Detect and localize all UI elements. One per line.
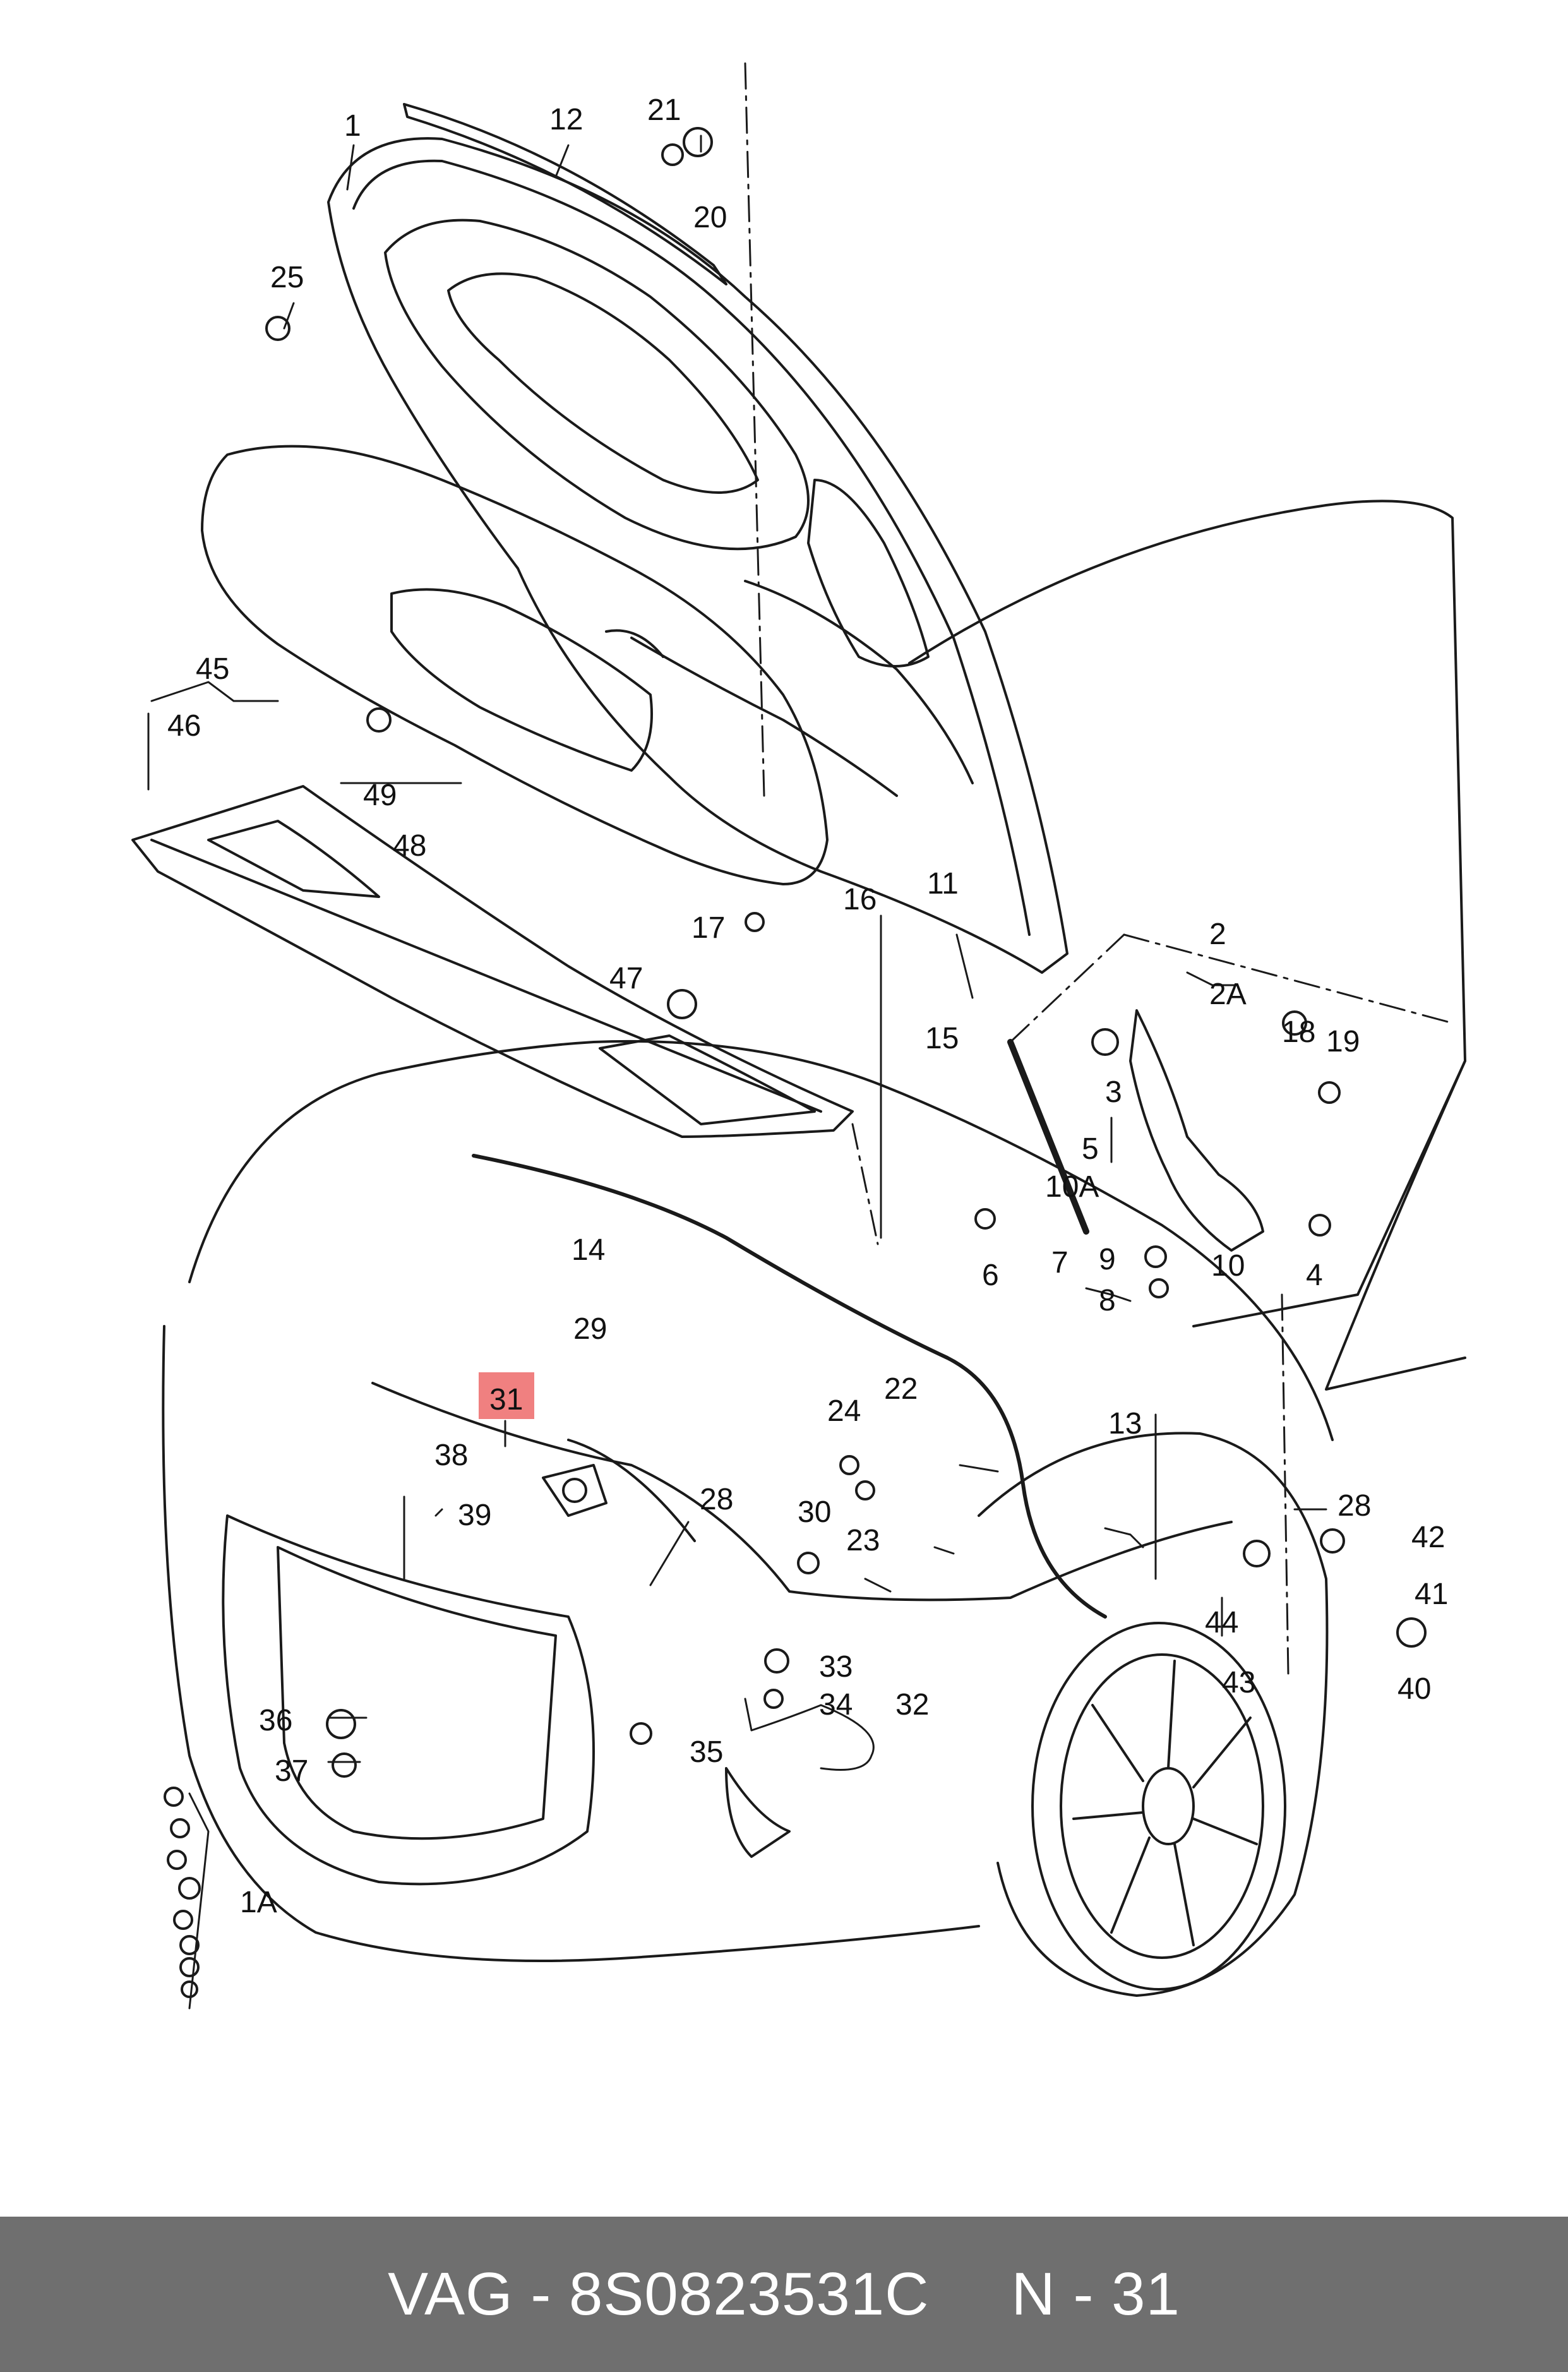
label-1: 1 [344, 109, 361, 143]
label-3: 3 [1105, 1075, 1122, 1109]
hood-insulation [201, 445, 829, 885]
label-36: 36 [259, 1704, 292, 1737]
label-47: 47 [609, 962, 643, 995]
label-38: 38 [434, 1439, 468, 1472]
part-labels: 1 12 21 20 25 45 46 49 48 11 16 17 47 2 … [167, 93, 1448, 1919]
fasteners [265, 127, 1427, 1778]
label-33: 33 [819, 1650, 853, 1684]
label-21: 21 [647, 93, 681, 127]
label-1A: 1A [240, 1886, 277, 1919]
label-43: 43 [1222, 1666, 1255, 1699]
label-45: 45 [196, 652, 229, 686]
label-44: 44 [1205, 1606, 1238, 1639]
footer-brand-part: VAG - 8S0823531C [388, 2260, 930, 2328]
front-wheel [1031, 1622, 1286, 1991]
highlight-box-31 [479, 1372, 534, 1419]
footer-position: N - 31 [1011, 2260, 1180, 2328]
label-15: 15 [925, 1022, 959, 1055]
label-40: 40 [1397, 1672, 1431, 1706]
label-11: 11 [927, 867, 959, 901]
label-10A: 10A [1045, 1170, 1099, 1204]
label-48: 48 [393, 829, 426, 863]
label-14: 14 [572, 1233, 605, 1267]
release-cable [371, 1382, 1233, 1602]
label-9: 9 [1099, 1243, 1116, 1276]
hood-seal-strip [403, 103, 727, 285]
engine-bay-seal [472, 1154, 1107, 1619]
label-35: 35 [690, 1735, 723, 1769]
label-13: 13 [1108, 1407, 1142, 1441]
label-5: 5 [1082, 1132, 1099, 1166]
hood-latch [542, 1464, 607, 1517]
label-34: 34 [819, 1688, 853, 1722]
label-2A: 2A [1209, 978, 1247, 1011]
label-18: 18 [1282, 1015, 1315, 1049]
label-20: 20 [693, 201, 727, 234]
label-16: 16 [843, 883, 877, 916]
hood-hinge [1007, 1009, 1264, 1252]
label-6: 6 [982, 1259, 999, 1292]
label-24: 24 [827, 1394, 861, 1428]
label-10: 10 [1211, 1249, 1245, 1283]
hood-panel [327, 137, 1068, 974]
label-25: 25 [270, 261, 304, 294]
label-30: 30 [798, 1495, 831, 1529]
label-28-right: 28 [1338, 1489, 1371, 1523]
label-19: 19 [1326, 1025, 1360, 1058]
label-23: 23 [846, 1524, 880, 1557]
label-17: 17 [691, 911, 725, 945]
plenum-cover [131, 785, 854, 1138]
label-39: 39 [458, 1499, 491, 1532]
label-8: 8 [1099, 1284, 1116, 1317]
part-number-footer: VAG - 8S0823531C N - 31 [0, 2217, 1568, 2372]
label-29: 29 [573, 1312, 607, 1346]
car-body [162, 500, 1466, 1997]
label-42: 42 [1411, 1521, 1445, 1554]
label-2: 2 [1209, 918, 1226, 951]
label-41: 41 [1415, 1578, 1448, 1611]
parts-diagram: 1 12 21 20 25 45 46 49 48 11 16 17 47 2 … [131, 62, 1466, 2010]
label-31: 31 [489, 1383, 523, 1417]
label-32: 32 [895, 1688, 929, 1722]
label-22: 22 [884, 1372, 918, 1406]
label-28-left: 28 [700, 1483, 733, 1516]
label-49: 49 [363, 779, 397, 812]
label-46: 46 [167, 709, 201, 743]
label-37: 37 [275, 1754, 308, 1788]
fastener-kit-1A [164, 1787, 201, 1998]
label-12: 12 [549, 103, 583, 136]
label-7: 7 [1051, 1246, 1068, 1279]
label-4: 4 [1306, 1259, 1323, 1292]
